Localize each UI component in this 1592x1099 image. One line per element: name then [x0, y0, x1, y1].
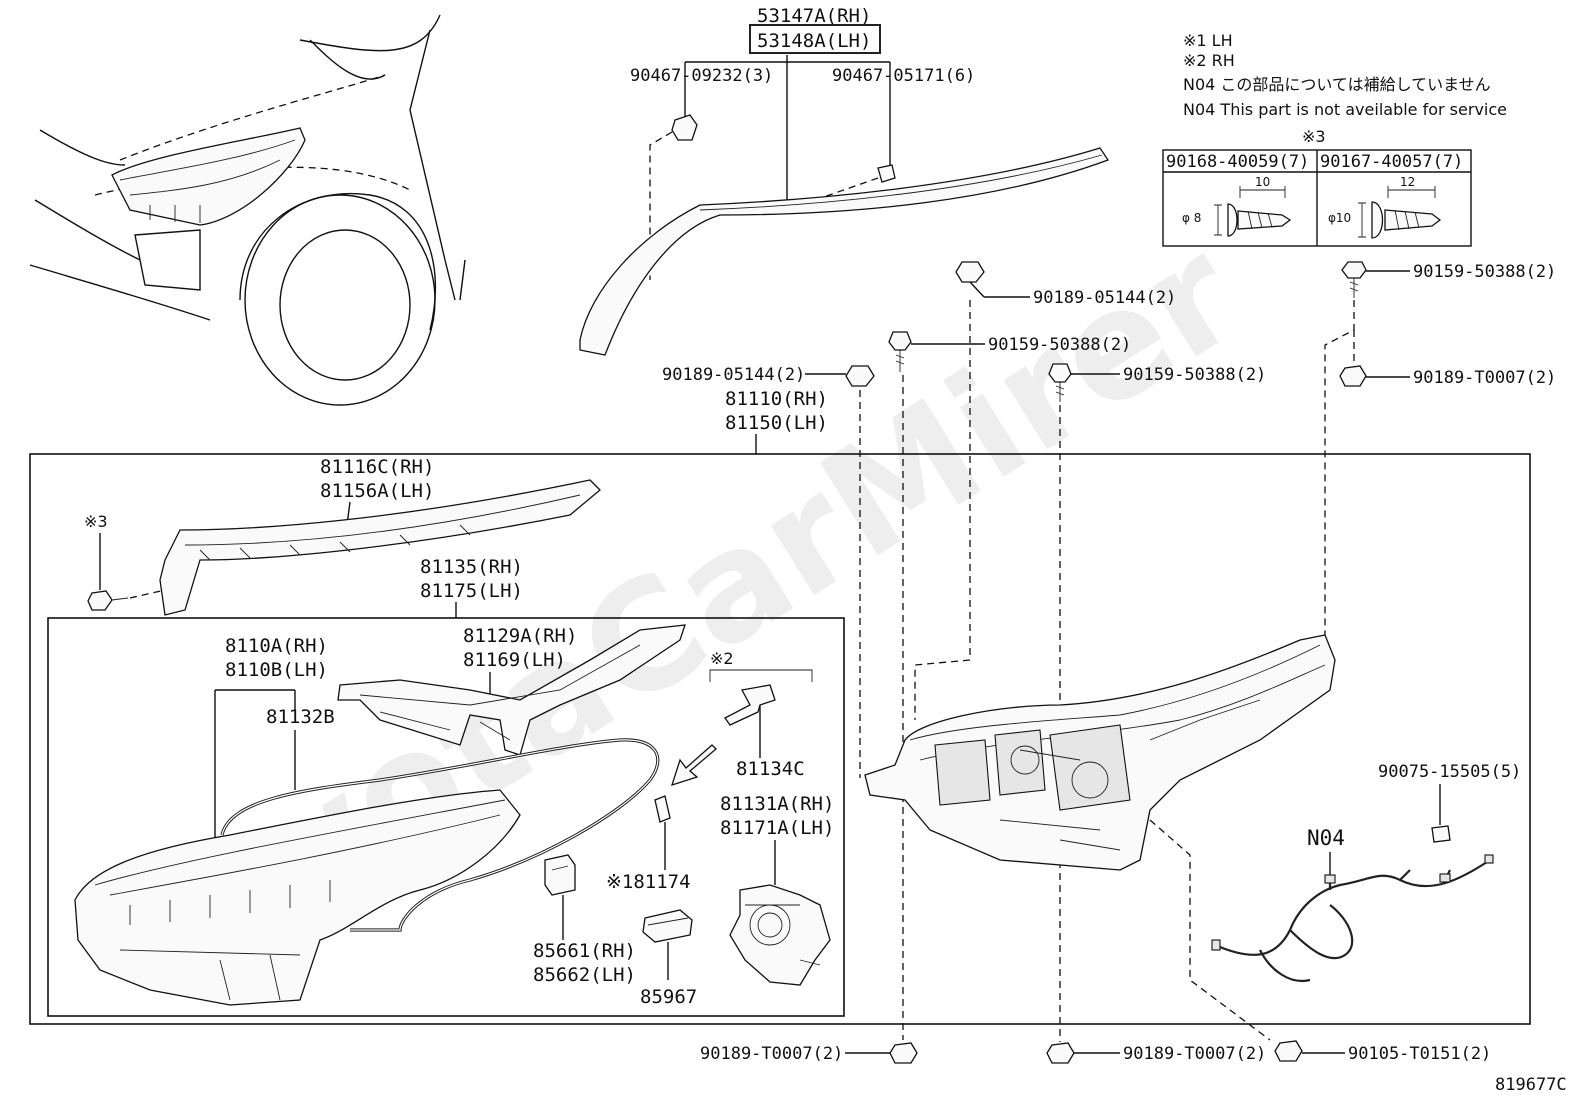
label-81134C[interactable]: 81134C [736, 758, 805, 780]
label-81135[interactable]: 81135(RH) [420, 556, 523, 578]
note-lh-marker: ※1 LH [1183, 31, 1233, 50]
vehicle-overview-illustration [29, 14, 466, 406]
label-90467-05171[interactable]: 90467-05171(6) [832, 66, 975, 86]
fastener-col2-dia: φ10 [1328, 211, 1351, 225]
label-81129A[interactable]: 81129A(RH) [463, 625, 577, 647]
label-90189-T0007-right[interactable]: 90189-T0007(2) [1413, 368, 1556, 388]
label-81156A[interactable]: 81156A(LH) [320, 480, 434, 502]
bracket-81134C: ※2 81134C [670, 649, 813, 787]
label-81174[interactable]: ※181174 [606, 871, 691, 893]
lens-8110A: 8110A(RH) 8110B(LH) 81132B [74, 635, 660, 1006]
fastener-col2-len: 12 [1400, 175, 1415, 189]
label-n04[interactable]: N04 [1307, 826, 1345, 850]
marker-2-81134C: ※2 [710, 649, 734, 668]
label-8110A[interactable]: 8110A(RH) [225, 635, 328, 657]
label-81131A[interactable]: 81131A(RH) [720, 793, 834, 815]
note-n04-japanese: N04 この部品については補給していません [1183, 75, 1491, 94]
fastener-col2-part[interactable]: 90167-40057(7) [1320, 152, 1463, 172]
label-81132B[interactable]: 81132B [266, 706, 335, 728]
note-rh-marker: ※2 RH [1183, 51, 1235, 70]
label-53148A[interactable]: 53148A(LH) [757, 30, 871, 52]
fender-molding-group: 53147A(RH) 53148A(LH) 90467-09232(3) 904… [579, 5, 1109, 356]
fastener-col1-part[interactable]: 90168-40059(7) [1166, 152, 1309, 172]
highlight-box-53148A [749, 24, 881, 54]
figure-id: 819677C [1495, 1075, 1567, 1095]
label-81110[interactable]: 81110(RH) [725, 388, 828, 410]
label-90159-50388-right[interactable]: 90159-50388(2) [1413, 262, 1556, 282]
part-81131A: 81131A(RH) 81171A(LH) [720, 793, 834, 986]
wire-harness-n04: N04 [1211, 826, 1494, 983]
label-8110B[interactable]: 8110B(LH) [225, 659, 328, 681]
bracket-81129A: 81129A(RH) 81169(LH) [337, 624, 686, 756]
label-81171A[interactable]: 81171A(LH) [720, 817, 834, 839]
part-85661: 85661(RH) 85662(LH) [533, 854, 636, 986]
label-81150[interactable]: 81150(LH) [725, 412, 828, 434]
label-90189-05144-top[interactable]: 90189-05144(2) [1033, 288, 1176, 308]
notes-block: ※1 LH ※2 RH N04 この部品については補給していません N04 Th… [1183, 31, 1507, 119]
assembly-boundary-81110 [29, 453, 1531, 1025]
label-90075-15505[interactable]: 90075-15505(5) [1378, 762, 1521, 782]
part-85967: 85967 [640, 909, 697, 1008]
bracket-81116C: 81116C(RH) 81156A(LH) ※3 [84, 456, 601, 616]
label-90159-50388-mid[interactable]: 90159-50388(2) [988, 335, 1131, 355]
label-81116C[interactable]: 81116C(RH) [320, 456, 434, 478]
label-90105-T0151[interactable]: 90105-T0151(2) [1348, 1044, 1491, 1064]
marker-3-bracket: ※3 [84, 512, 108, 531]
part-81174: ※181174 [606, 795, 691, 893]
label-81169[interactable]: 81169(LH) [463, 649, 566, 671]
label-85661[interactable]: 85661(RH) [533, 940, 636, 962]
label-90189-T0007-bottom-left[interactable]: 90189-T0007(2) [700, 1044, 843, 1064]
label-90159-50388-right2[interactable]: 90159-50388(2) [1123, 365, 1266, 385]
headlamp-housing [864, 634, 1336, 1041]
fasteners-upper: 90159-50388(2) 90189-T0007(2) 90189-0514… [662, 261, 1556, 1042]
assembly-boundary-81135 [47, 617, 845, 1017]
part-90075: 90075-15505(5) [1378, 762, 1521, 843]
label-90189-05144-left[interactable]: 90189-05144(2) [662, 365, 805, 385]
label-85967[interactable]: 85967 [640, 986, 697, 1008]
note-n04-english: N04 This part is not aveilable for servi… [1183, 100, 1507, 119]
fastener-col1-dia: φ 8 [1182, 211, 1201, 225]
label-85662[interactable]: 85662(LH) [533, 964, 636, 986]
fastener-table: ※3 90168-40059(7) 90167-40057(7) φ 8 10 … [1162, 127, 1472, 247]
label-90189-T0007-bottom-mid[interactable]: 90189-T0007(2) [1123, 1044, 1266, 1064]
label-90467-09232[interactable]: 90467-09232(3) [630, 66, 773, 86]
fastener-table-marker: ※3 [1302, 127, 1326, 146]
label-53147A[interactable]: 53147A(RH) [757, 5, 871, 27]
fastener-col1-len: 10 [1255, 175, 1270, 189]
fasteners-lower: 90189-T0007(2) 90189-T0007(2) 90105-T015… [700, 1040, 1491, 1064]
label-81175[interactable]: 81175(LH) [420, 580, 523, 602]
